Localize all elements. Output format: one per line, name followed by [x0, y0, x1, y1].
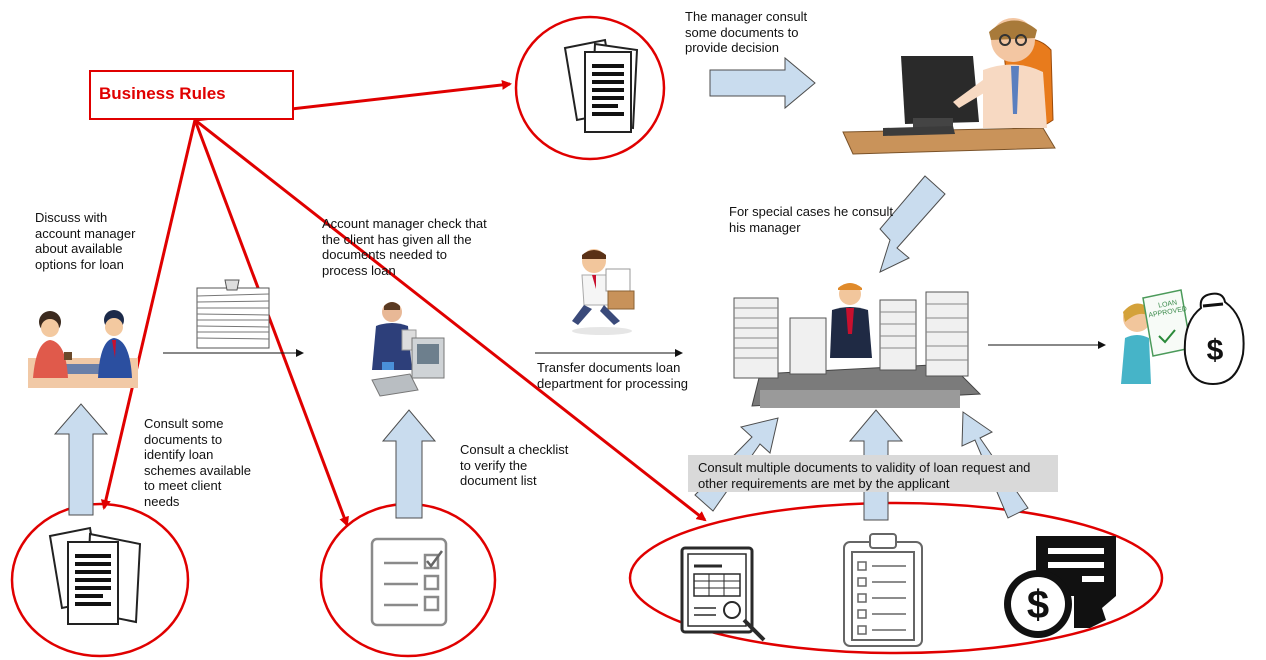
ellipse-documents-bottom [10, 502, 190, 658]
business-rules-label: Business Rules [99, 84, 226, 103]
step-manager-consult-label: The manager consult some documents to pr… [685, 9, 808, 55]
multiple-documents-note: Consult multiple documents to validity o… [688, 455, 1058, 492]
ellipse-multiple-documents [628, 501, 1164, 655]
loan-approved-icon: LOAN APPROVED $ [1121, 289, 1245, 386]
dollar-bill-icon: $ [1004, 536, 1116, 638]
running-courier-icon [572, 249, 635, 335]
manager-at-computer-icon [842, 18, 1056, 155]
report-icon [680, 546, 766, 642]
arrow-manager-to-officer [879, 175, 946, 273]
step-transfer-label: Transfer documents loan department for p… [537, 360, 689, 391]
svg-text:LOAN: LOAN [1158, 299, 1178, 309]
clipboard-checklist-icon [843, 533, 923, 647]
officer-with-papers-icon [733, 283, 982, 408]
business-rules-box: Business Rules [89, 70, 294, 120]
ellipse-documents-top [514, 15, 666, 161]
paper-stack-icon [196, 279, 270, 349]
checklist-icon [370, 537, 448, 627]
documents-icon [48, 526, 142, 625]
svg-text:$: $ [1207, 334, 1224, 367]
step-special-cases-label: For special cases he consult his manager [729, 204, 894, 235]
step-checklist-label: Consult a checklist to verify the docume… [460, 442, 569, 488]
svg-text:$: $ [1027, 583, 1049, 627]
arrow-to-manager [709, 56, 816, 110]
documents-icon [563, 38, 639, 133]
meeting-people-icon [28, 310, 138, 388]
multiple-documents-label: Consult multiple documents to validity o… [698, 460, 1031, 491]
step-consult-schemes-label: Consult some documents to identify loan … [144, 416, 251, 509]
transfer-lines [163, 341, 1106, 357]
arrow-up-middle [381, 409, 437, 519]
step-account-check-label: Account manager check that the client ha… [322, 216, 487, 278]
step-discuss-label: Discuss with account manager about avail… [35, 210, 136, 272]
clerk-at-computer-icon [371, 302, 445, 397]
arrow-up-left [53, 403, 109, 516]
